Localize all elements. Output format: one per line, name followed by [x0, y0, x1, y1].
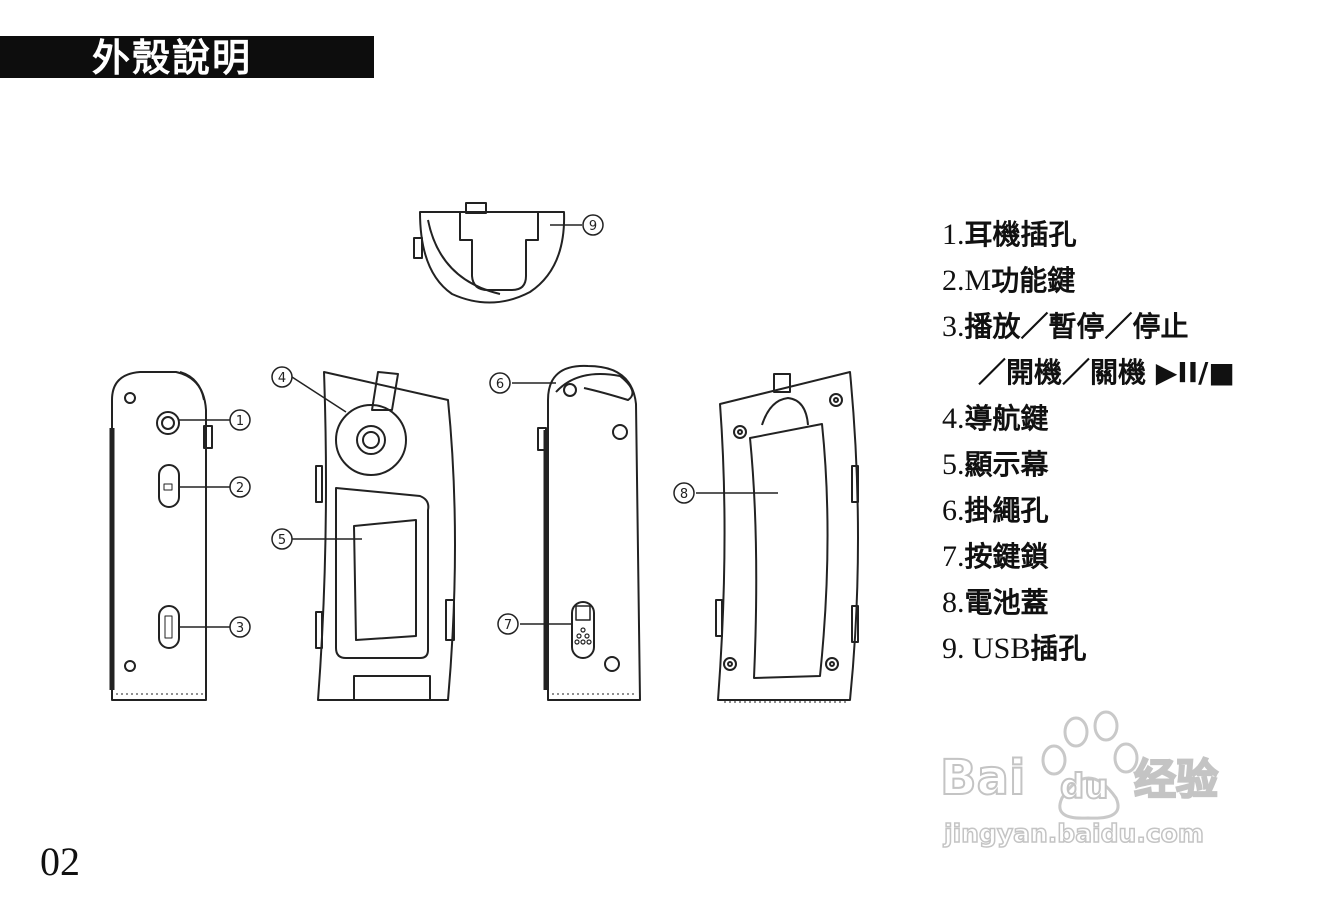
watermark-brand-right: 经验	[1134, 755, 1218, 804]
device-back-view	[512, 364, 641, 701]
device-top-view	[413, 202, 582, 304]
callout-2: 2	[236, 481, 244, 496]
legend-item-6: 6.掛繩孔	[942, 494, 1049, 527]
callout-5: 5	[278, 533, 286, 548]
callout-3: 3	[236, 621, 244, 636]
legend-item-2: 2.M功能鍵	[942, 264, 1076, 297]
page-title: 外殼說明	[92, 36, 253, 80]
legend-item-3-cont: ／開機／關機 ▶II/■	[978, 356, 1235, 389]
callout-4: 4	[278, 371, 286, 386]
callout-8: 8	[680, 487, 688, 502]
page-number: 02	[40, 839, 80, 884]
legend-item-5: 5.顯示幕	[942, 448, 1049, 481]
legend-item-4: 4.導航鍵	[942, 402, 1049, 435]
callout-1: 1	[236, 414, 244, 429]
device-front-view	[291, 371, 456, 701]
legend-item-9: 9. USB插孔	[942, 632, 1087, 665]
device-right-side-view	[696, 371, 859, 703]
callout-markers	[229, 214, 695, 638]
legend-item-3: 3.播放／暫停／停止	[942, 310, 1189, 343]
watermark-brand-left: Bai	[940, 750, 1025, 806]
legend-item-1: 1.耳機插孔	[942, 218, 1077, 251]
paw-print-icon	[1041, 710, 1139, 820]
device-left-side-view	[109, 371, 230, 701]
legend-item-8: 8.電池蓋	[942, 586, 1049, 619]
baidu-watermark: Bai du 经验 jingyan.baidu.com	[939, 710, 1219, 849]
callout-7: 7	[504, 618, 512, 633]
watermark-brand-mid: du	[1060, 767, 1109, 807]
header-bar	[0, 36, 374, 78]
legend-item-7: 7.按鍵鎖	[942, 540, 1049, 573]
callout-9: 9	[589, 219, 597, 234]
parts-legend: 1.耳機插孔 2.M功能鍵 3.播放／暫停／停止 ／開機／關機 ▶II/■ 4.…	[942, 212, 1235, 672]
watermark-url: jingyan.baidu.com	[943, 819, 1204, 848]
callout-6: 6	[496, 377, 504, 392]
